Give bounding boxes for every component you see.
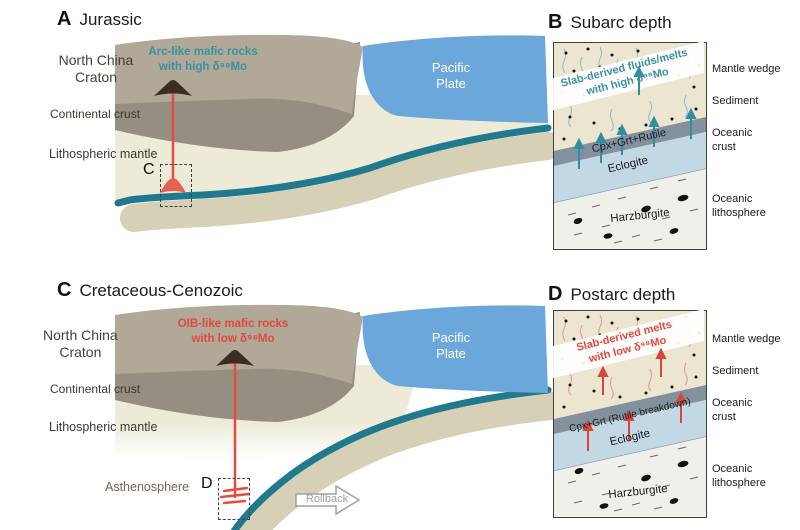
sediment-layer-d [554,385,706,434]
sediment-layer-b [554,117,706,166]
panel-d-title: D Postarc depth [548,283,675,306]
legend-mantle-wedge-d: Mantle wedge [712,333,781,345]
panel-b-title: B Subarc depth [548,11,672,34]
panel-c-diagram [115,304,566,530]
label-lithospheric-mantle-c: Lithospheric mantle [49,420,158,434]
inset-box-c [218,478,250,520]
craton-shape-c [115,304,363,384]
slab-c [230,386,552,530]
rollback-arrow [295,484,361,516]
melt-arrows-d [582,347,687,451]
label-continental-crust-a: Continental crust [50,107,141,121]
panel-d-letter: D [548,283,563,305]
label-pacific-plate-c: Pacific Plate [431,330,471,362]
panel-a-diagram [114,34,562,232]
fluid-arrows-b [573,65,697,169]
harzburgite-dashes-b [567,178,699,244]
inset-box-label-a: C [143,161,155,178]
label-lithospheric-mantle-a: Lithospheric mantle [49,147,158,161]
label-band-d [550,309,704,379]
pacific-plate-shape-c [362,305,548,393]
inset-box-label-c: D [201,475,213,492]
panel-b-title-text: Subarc depth [570,13,672,32]
panel-a-title-text: Jurassic [79,10,142,29]
harzburgite-dashes-d [567,446,699,512]
panel-d-box [550,309,707,518]
harzburgite-blobs-d [574,460,689,509]
legend-oceanic-crust-d: Oceanic crust [712,397,753,424]
label-craton-a: North China Craton [58,52,134,85]
legend-sediment-d: Sediment [712,365,759,377]
volcano-icon-a [154,80,192,96]
label-craton-c: North China Craton [43,327,118,360]
melt-sills-c [219,486,251,505]
label-continental-crust-c: Continental crust [50,382,141,396]
harzburgite-layer-d [554,437,706,517]
panel-a-letter: A [57,8,72,30]
harzburgite-blobs-b [573,194,689,239]
oceanic-lithosphere-shape-a [120,132,562,232]
legend-oceanic-crust-b: Oceanic crust [712,127,753,154]
panel-b-detail [550,41,707,249]
label-band-b [550,41,704,111]
harzburgite-layer-b [554,169,706,249]
panel-c-letter: C [57,279,72,301]
panel-d-title-text: Postarc depth [570,285,676,304]
panel-a-title: A Jurassic [57,8,142,31]
melt-blob-a [160,178,186,193]
slab-a [114,124,552,207]
volcano-icon-c [216,350,254,366]
legend-oceanic-lithosphere-d: Oceanic lithosphere [712,463,766,490]
legend-mantle-wedge-b: Mantle wedge [712,63,781,75]
panel-c-title: C Cretaceous-Cenozoic [57,279,243,302]
oceanic-lithosphere-shape-c [235,392,566,530]
rollback-label: Rollback [305,493,349,505]
annotation-arc-rocks: Arc-like mafic rocks with high δ⁹⁸Mo [148,46,258,73]
legend-oceanic-lithosphere-b: Oceanic lithosphere [712,193,766,220]
label-asthenosphere: Asthenosphere [105,480,190,494]
oceanic-crust-layer-b [554,132,706,203]
pacific-plate-shape-a [362,35,548,123]
panel-d-detail [550,309,707,517]
panel-b-letter: B [548,11,563,33]
legend-sediment-b: Sediment [712,95,759,107]
panel-c-title-text: Cretaceous-Cenozoic [79,281,243,300]
label-pacific-plate-a: Pacific Plate [431,60,471,92]
craton-shape-a [115,34,363,114]
panel-b-box [550,41,707,250]
inset-box-a [160,164,192,207]
annotation-oib-rocks: OIB-like mafic rocks with low δ⁹⁸Mo [177,318,289,345]
